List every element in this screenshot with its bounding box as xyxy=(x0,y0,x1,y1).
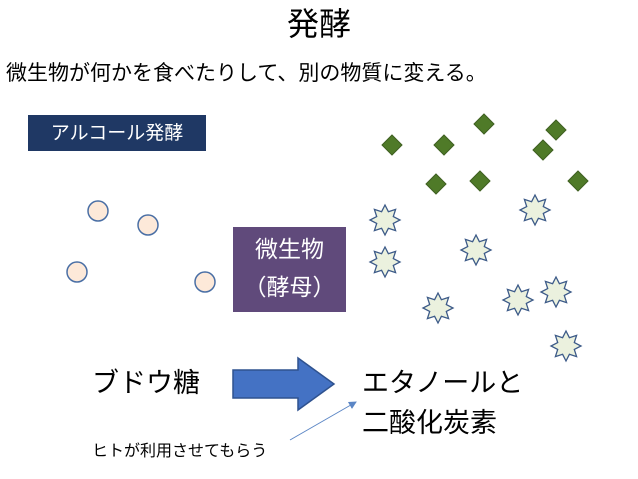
glucose-molecules xyxy=(66,200,216,293)
ethanol-star xyxy=(539,275,573,309)
ethanol-star xyxy=(501,283,535,317)
co2-diamond xyxy=(433,134,455,156)
glucose-circle xyxy=(87,200,109,222)
glucose-circle xyxy=(66,261,88,283)
ethanol-star xyxy=(421,291,455,325)
co2-diamond xyxy=(567,170,589,192)
ethanol-star xyxy=(368,203,402,237)
microbe-yeast-box: 微生物 （酵母） xyxy=(233,227,346,312)
subtitle: 微生物が何かを食べたりして、別の物質に変える。 xyxy=(6,61,487,85)
co2-diamond xyxy=(545,119,567,141)
glucose-circle xyxy=(194,271,216,293)
human-use-note: ヒトが利用させてもらう xyxy=(92,441,268,460)
conversion-arrow xyxy=(232,356,336,412)
co2-diamond xyxy=(532,139,554,161)
ethanol-star xyxy=(459,233,493,267)
alcohol-fermentation-label: アルコール発酵 xyxy=(28,115,206,151)
microbe-line1: 微生物 xyxy=(255,237,324,263)
note-pointer-line xyxy=(289,401,357,441)
page-title: 発酵 xyxy=(286,5,351,43)
ethanol-star xyxy=(368,245,402,279)
glucose-label: ブドウ糖 xyxy=(92,368,200,399)
ethanol-molecules xyxy=(368,193,583,363)
co2-diamond xyxy=(425,173,447,195)
co2-diamond xyxy=(469,170,491,192)
glucose-circle xyxy=(137,214,159,236)
output-label-line1: エタノールと xyxy=(362,368,524,399)
microbe-line2: （酵母） xyxy=(243,275,336,301)
ethanol-star xyxy=(518,193,552,227)
co2-molecules xyxy=(381,113,589,195)
co2-diamond xyxy=(473,113,495,135)
ethanol-star xyxy=(549,329,583,363)
co2-diamond xyxy=(381,134,403,156)
output-label-line2: 二酸化炭素 xyxy=(362,408,497,439)
